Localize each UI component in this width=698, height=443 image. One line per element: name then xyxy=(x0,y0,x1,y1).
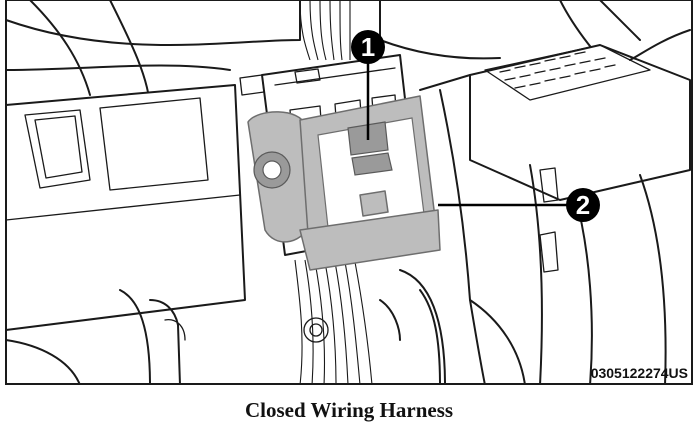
line-drawing: 1 2 0305122274US xyxy=(5,0,693,385)
figure-caption: Closed Wiring Harness xyxy=(244,398,454,422)
wire-bundle xyxy=(294,0,446,385)
harness-lock-clip xyxy=(247,95,441,271)
part-code: 0305122274US xyxy=(591,365,688,381)
dashboard-panels xyxy=(5,0,691,385)
wiring-harness-illustration: 1 2 0305122274US xyxy=(5,0,693,385)
vent-grille xyxy=(484,44,651,101)
callout-2: 2 xyxy=(438,188,600,222)
callout-1: 1 xyxy=(351,30,385,140)
callout-1-number: 1 xyxy=(361,32,375,62)
callout-2-number: 2 xyxy=(576,190,590,220)
